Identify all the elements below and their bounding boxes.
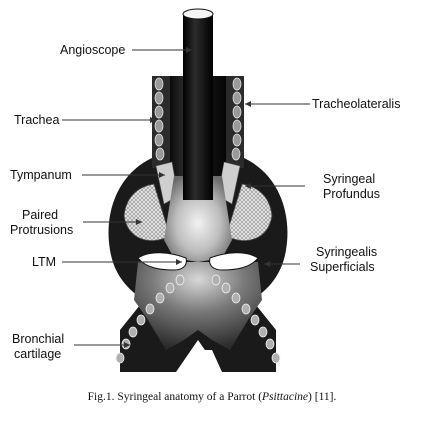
angioscope-tip xyxy=(182,8,214,20)
label-syringeal-profundus-line2: Profundus xyxy=(323,187,380,201)
figure-caption: Fig.1. Syringeal anatomy of a Parrot (Ps… xyxy=(0,391,424,403)
label-tracheolateralis: Tracheolateralis xyxy=(312,97,400,111)
ltm-left xyxy=(137,252,187,271)
label-angioscope: Angioscope xyxy=(60,43,125,57)
caption-prefix: Fig.1. Syringeal anatomy of a Parrot ( xyxy=(87,391,263,403)
tracheal-rings-right xyxy=(231,77,242,161)
label-syringealis-superficials-line2: Superficials xyxy=(310,260,375,274)
label-syringealis-superficials-line1: Syringealis xyxy=(316,245,377,259)
tracheal-rings-left xyxy=(154,77,165,161)
angioscope-rod xyxy=(183,14,213,200)
leader-arrowheads xyxy=(124,47,270,348)
bronchi-split xyxy=(176,340,220,372)
label-bronchial-cartilage-line1: Bronchial xyxy=(12,332,64,346)
caption-italic: Psittacine xyxy=(262,391,309,403)
bronchial-region xyxy=(134,262,262,350)
label-paired-protrusions-line1: Paired xyxy=(22,208,58,222)
label-bronchial-cartilage-line2: cartilage xyxy=(14,347,61,361)
label-syringeal-profundus-line1: Syringeal xyxy=(323,172,375,186)
syrinx-lumen xyxy=(164,176,232,262)
label-ltm: LTM xyxy=(32,255,56,269)
label-trachea: Trachea xyxy=(14,113,59,127)
caption-suffix: ) [11]. xyxy=(308,391,337,403)
label-tympanum: Tympanum xyxy=(10,168,72,182)
label-paired-protrusions-line2: Protrusions xyxy=(10,223,73,237)
bronchial-cartilage-right xyxy=(211,274,281,364)
ltm-right xyxy=(209,252,259,271)
